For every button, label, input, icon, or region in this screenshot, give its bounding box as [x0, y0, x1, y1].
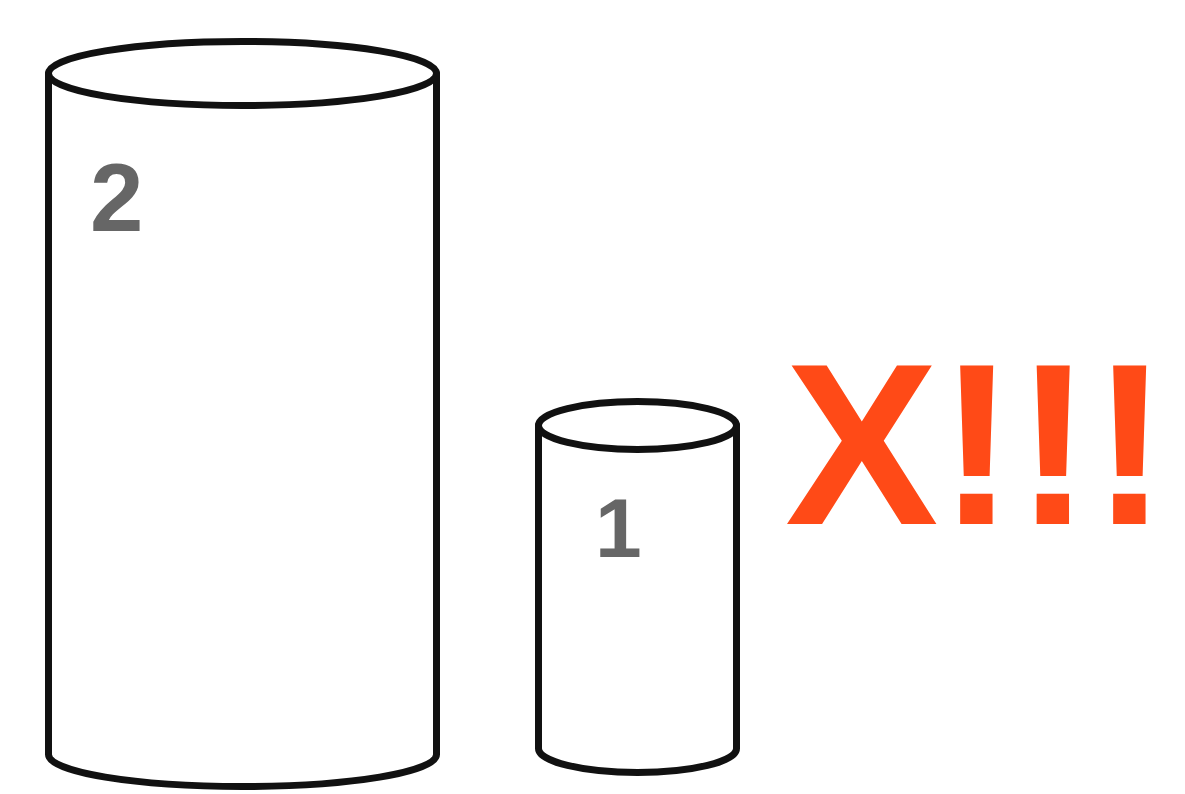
- cylinder-node: 2: [45, 38, 440, 790]
- cylinder-number: 1: [595, 486, 642, 570]
- warning-mark: X!!!: [785, 330, 1168, 560]
- cylinder-node: 1: [535, 398, 740, 776]
- cylinder-number: 2: [90, 150, 143, 246]
- cylinder-outline: [535, 398, 740, 776]
